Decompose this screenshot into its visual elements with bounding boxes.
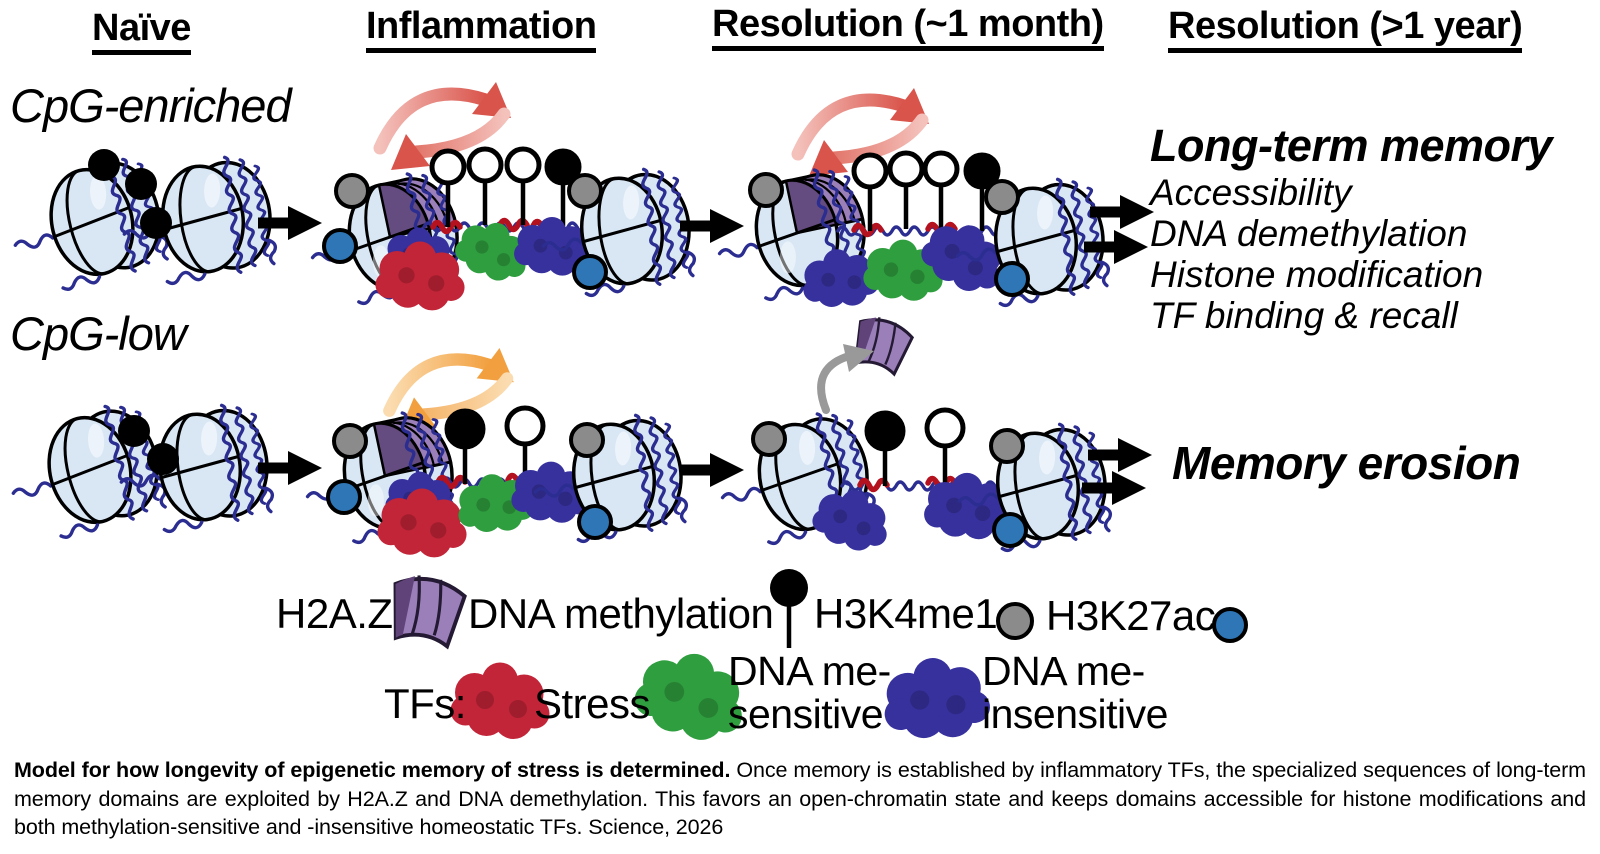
panel-cpg-low-naive [0,397,275,547]
figure-caption: Model for how longevity of epigenetic me… [14,756,1586,842]
legend-icons [385,569,1248,747]
legend-label-dna-me-sensitive: DNA me- sensitive [728,650,891,736]
legend-label-dna-methylation: DNA methylation [468,590,774,637]
panel-cpg-enriched-inflammation [300,82,698,312]
h3k4me1-mark [751,421,787,457]
methylated-cpg-lollipop [867,413,903,486]
unmethylated-cpg-lollipop [507,149,539,225]
gray-circle-icon [996,602,1034,640]
panel-cpg-enriched-naive [0,149,278,299]
h2az-barrel-icon [385,570,469,650]
h3k27ac-mark [322,228,358,264]
panel-cpg-low-resolution [710,311,1114,556]
caption-body: Once memory is established by inflammato… [14,758,1586,839]
dna-methylation-mark [140,207,172,239]
long-term-line-histone: Histone modification [1150,254,1484,295]
dna-methylation-mark [147,443,179,475]
legend-label-h3k4me1: H3K4me1 [814,590,998,637]
h3k4me1-mark [567,173,603,209]
row-label-cpg-low: CpG-low [10,307,187,360]
long-term-line-accessibility: Accessibility [1150,172,1352,213]
panel-cpg-low-inflammation [295,348,690,558]
memory-erosion-title: Memory erosion [1172,437,1521,489]
h3k27ac-mark [326,479,362,515]
legend-label-line: DNA me- [728,648,891,694]
h3k4me1-mark [332,423,368,459]
h3k4me1-mark [334,173,370,209]
h2az-eviction-arrowhead [843,344,874,372]
h3k27ac-mark [994,261,1030,297]
blue-circle-icon [1212,607,1248,643]
h3k27ac-mark [577,504,613,540]
h3k27ac-mark [992,512,1028,548]
caption-lead: Model for how longevity of epigenetic me… [14,758,731,782]
panel-cpg-enriched-resolution [707,88,1112,314]
methylation-lollipop-icon [770,569,808,607]
h3k4me1-mark [569,422,605,458]
unmethylated-cpg-lollipop [925,153,957,229]
long-term-line-tf-binding: TF binding & recall [1150,295,1458,336]
dna-methylation-mark [88,149,120,181]
h3k4me1-mark [748,172,784,208]
legend-label-line: DNA me- [982,648,1145,694]
h2az-leaving-icon [848,311,917,378]
legend-label-h2az: H2A.Z [276,590,393,637]
legend-label-dna-me-insensitive: DNA me- insensitive [982,650,1168,736]
column-header-naive: Naïve [92,7,191,56]
legend-label-stress: Stress [534,680,651,727]
h2az-eviction-arrow [817,353,850,414]
column-header-inflammation: Inflammation [366,5,597,54]
legend-label-tfs: TFs: [384,680,466,727]
h3k4me1-mark [984,179,1020,215]
long-term-memory-block: Long-term memory Accessibility DNA demet… [1150,120,1553,336]
legend-label-line: sensitive [728,691,884,737]
unmethylated-cpg-lollipop [927,410,963,483]
blue-tf-blob-icon [877,650,994,747]
dna-methylation-mark [125,168,157,200]
unmethylated-cpg-lollipop [890,153,922,229]
h3k27ac-mark [572,254,608,290]
column-header-resolution-1year: Resolution (>1 year) [1168,5,1523,54]
column-header-resolution-1month: Resolution (~1 month) [712,3,1104,52]
dna-methylation-mark [118,415,150,447]
long-term-memory-title: Long-term memory [1150,120,1553,171]
long-term-line-demethylation: DNA demethylation [1150,213,1468,254]
h3k4me1-mark [989,428,1025,464]
unmethylated-cpg-lollipop [507,408,543,481]
legend-label-h3k27ac: H3K27ac [1046,592,1216,639]
transition-arrow [680,453,744,487]
legend-label-line: insensitive [982,691,1168,737]
row-label-cpg-enriched: CpG-enriched [10,79,292,132]
unmethylated-cpg-lollipop [469,149,501,225]
